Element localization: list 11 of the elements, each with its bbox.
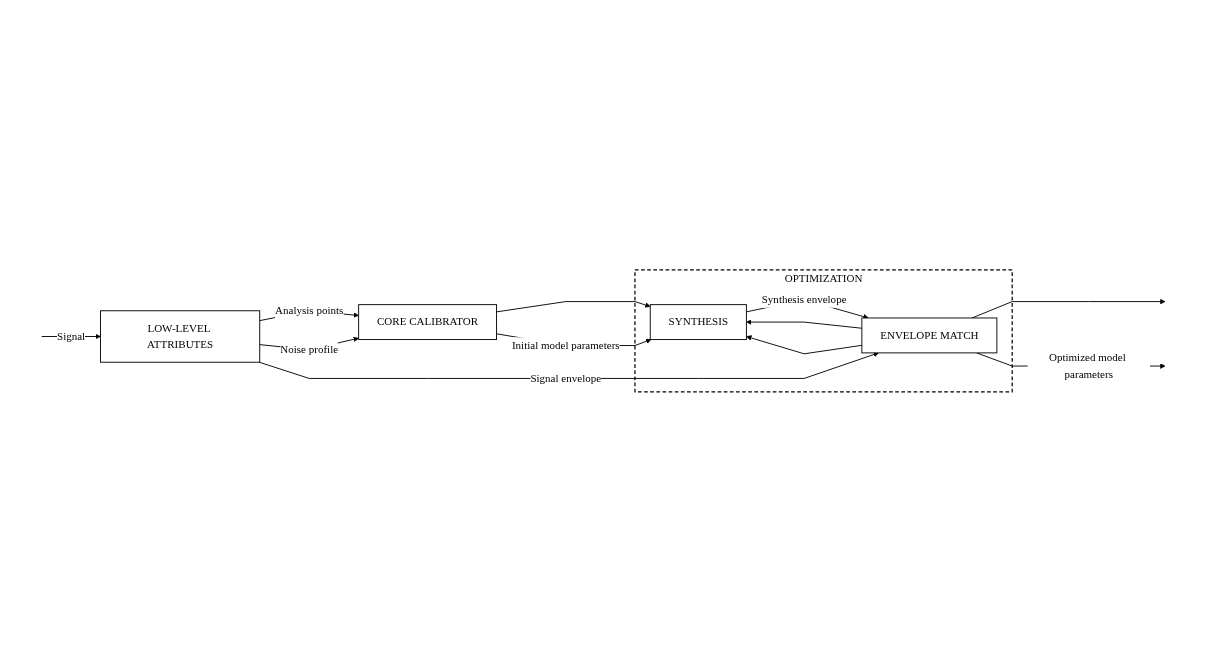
node-box: CORE CALIBRATOR xyxy=(358,303,498,340)
node-box: SYNTHESIS xyxy=(649,303,747,340)
node-box: ENVELOPE MATCH xyxy=(861,317,998,353)
edge-label: Noise profile xyxy=(280,342,339,356)
edge-label: Optimized model parameters xyxy=(1048,351,1126,380)
edge-label: Initial model parameters xyxy=(511,338,620,352)
node-box: LOW-LEVEL ATTRIBUTES xyxy=(100,310,261,363)
edge-label: Synthesis envelope xyxy=(761,292,847,306)
edge-label: Analysis points xyxy=(275,304,344,317)
edge-label: Signal envelope xyxy=(530,371,602,384)
edge-label: Signal xyxy=(57,329,86,342)
